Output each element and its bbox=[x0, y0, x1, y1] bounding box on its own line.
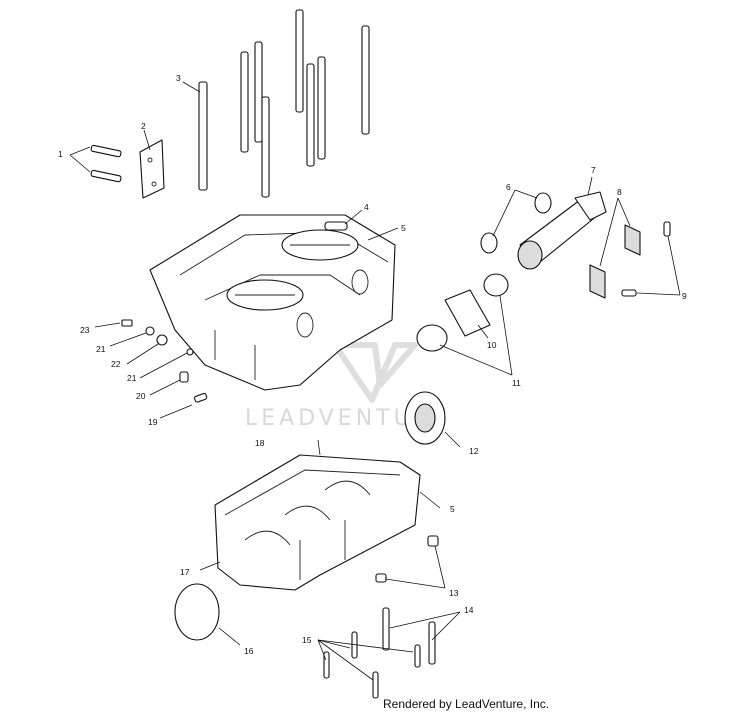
callout-22: 22 bbox=[111, 359, 121, 369]
callout-8: 8 bbox=[617, 187, 622, 197]
bolts-part-1 bbox=[69, 144, 122, 183]
watermark-logo bbox=[332, 342, 418, 403]
o-ring-lower bbox=[480, 232, 498, 254]
callout-19: 19 bbox=[148, 417, 158, 427]
callout-17: 17 bbox=[180, 567, 190, 577]
lower-crankcase bbox=[199, 439, 441, 591]
snap-ring bbox=[174, 583, 220, 641]
callout-16: 16 bbox=[244, 646, 254, 656]
footer-credit: Rendered by LeadVenture, Inc. bbox=[383, 697, 549, 711]
callout-21-upper: 21 bbox=[96, 344, 106, 354]
callout-18: 18 bbox=[255, 438, 265, 448]
clamp-upper bbox=[483, 273, 509, 297]
stud-group bbox=[198, 9, 370, 198]
callout-20: 20 bbox=[136, 391, 146, 401]
coupler-hose bbox=[444, 289, 491, 337]
callout-9: 9 bbox=[682, 291, 687, 301]
callout-7: 7 bbox=[591, 165, 596, 175]
callout-5-upper: 5 bbox=[401, 223, 406, 233]
intake-tube bbox=[517, 176, 607, 270]
callout-21-lower: 21 bbox=[127, 373, 137, 383]
cover-plate bbox=[139, 139, 165, 199]
clamp-lower bbox=[416, 324, 448, 352]
callout-1: 1 bbox=[58, 149, 63, 159]
upper-crankcase bbox=[149, 214, 396, 391]
bracket-lower bbox=[589, 264, 606, 299]
callout-5-lower: 5 bbox=[450, 504, 455, 514]
bottom-bolts bbox=[317, 607, 461, 699]
callout-10: 10 bbox=[487, 340, 497, 350]
callout-3: 3 bbox=[176, 73, 181, 83]
callout-11: 11 bbox=[512, 378, 521, 388]
callout-14: 14 bbox=[464, 605, 474, 615]
callout-13: 13 bbox=[449, 588, 459, 598]
callout-labels: 1 2 3 4 5 5 6 7 8 9 10 11 12 13 14 15 16… bbox=[58, 73, 687, 656]
fitting-part-4 bbox=[324, 221, 348, 231]
callout-2: 2 bbox=[141, 121, 146, 131]
small-parts-left bbox=[94, 319, 208, 419]
callout-4: 4 bbox=[364, 202, 369, 212]
callout-23: 23 bbox=[80, 325, 90, 335]
o-ring-upper bbox=[534, 192, 552, 214]
callout-15: 15 bbox=[302, 635, 312, 645]
callout-6: 6 bbox=[506, 182, 511, 192]
bracket-upper bbox=[624, 224, 641, 256]
callout-12: 12 bbox=[469, 446, 479, 456]
